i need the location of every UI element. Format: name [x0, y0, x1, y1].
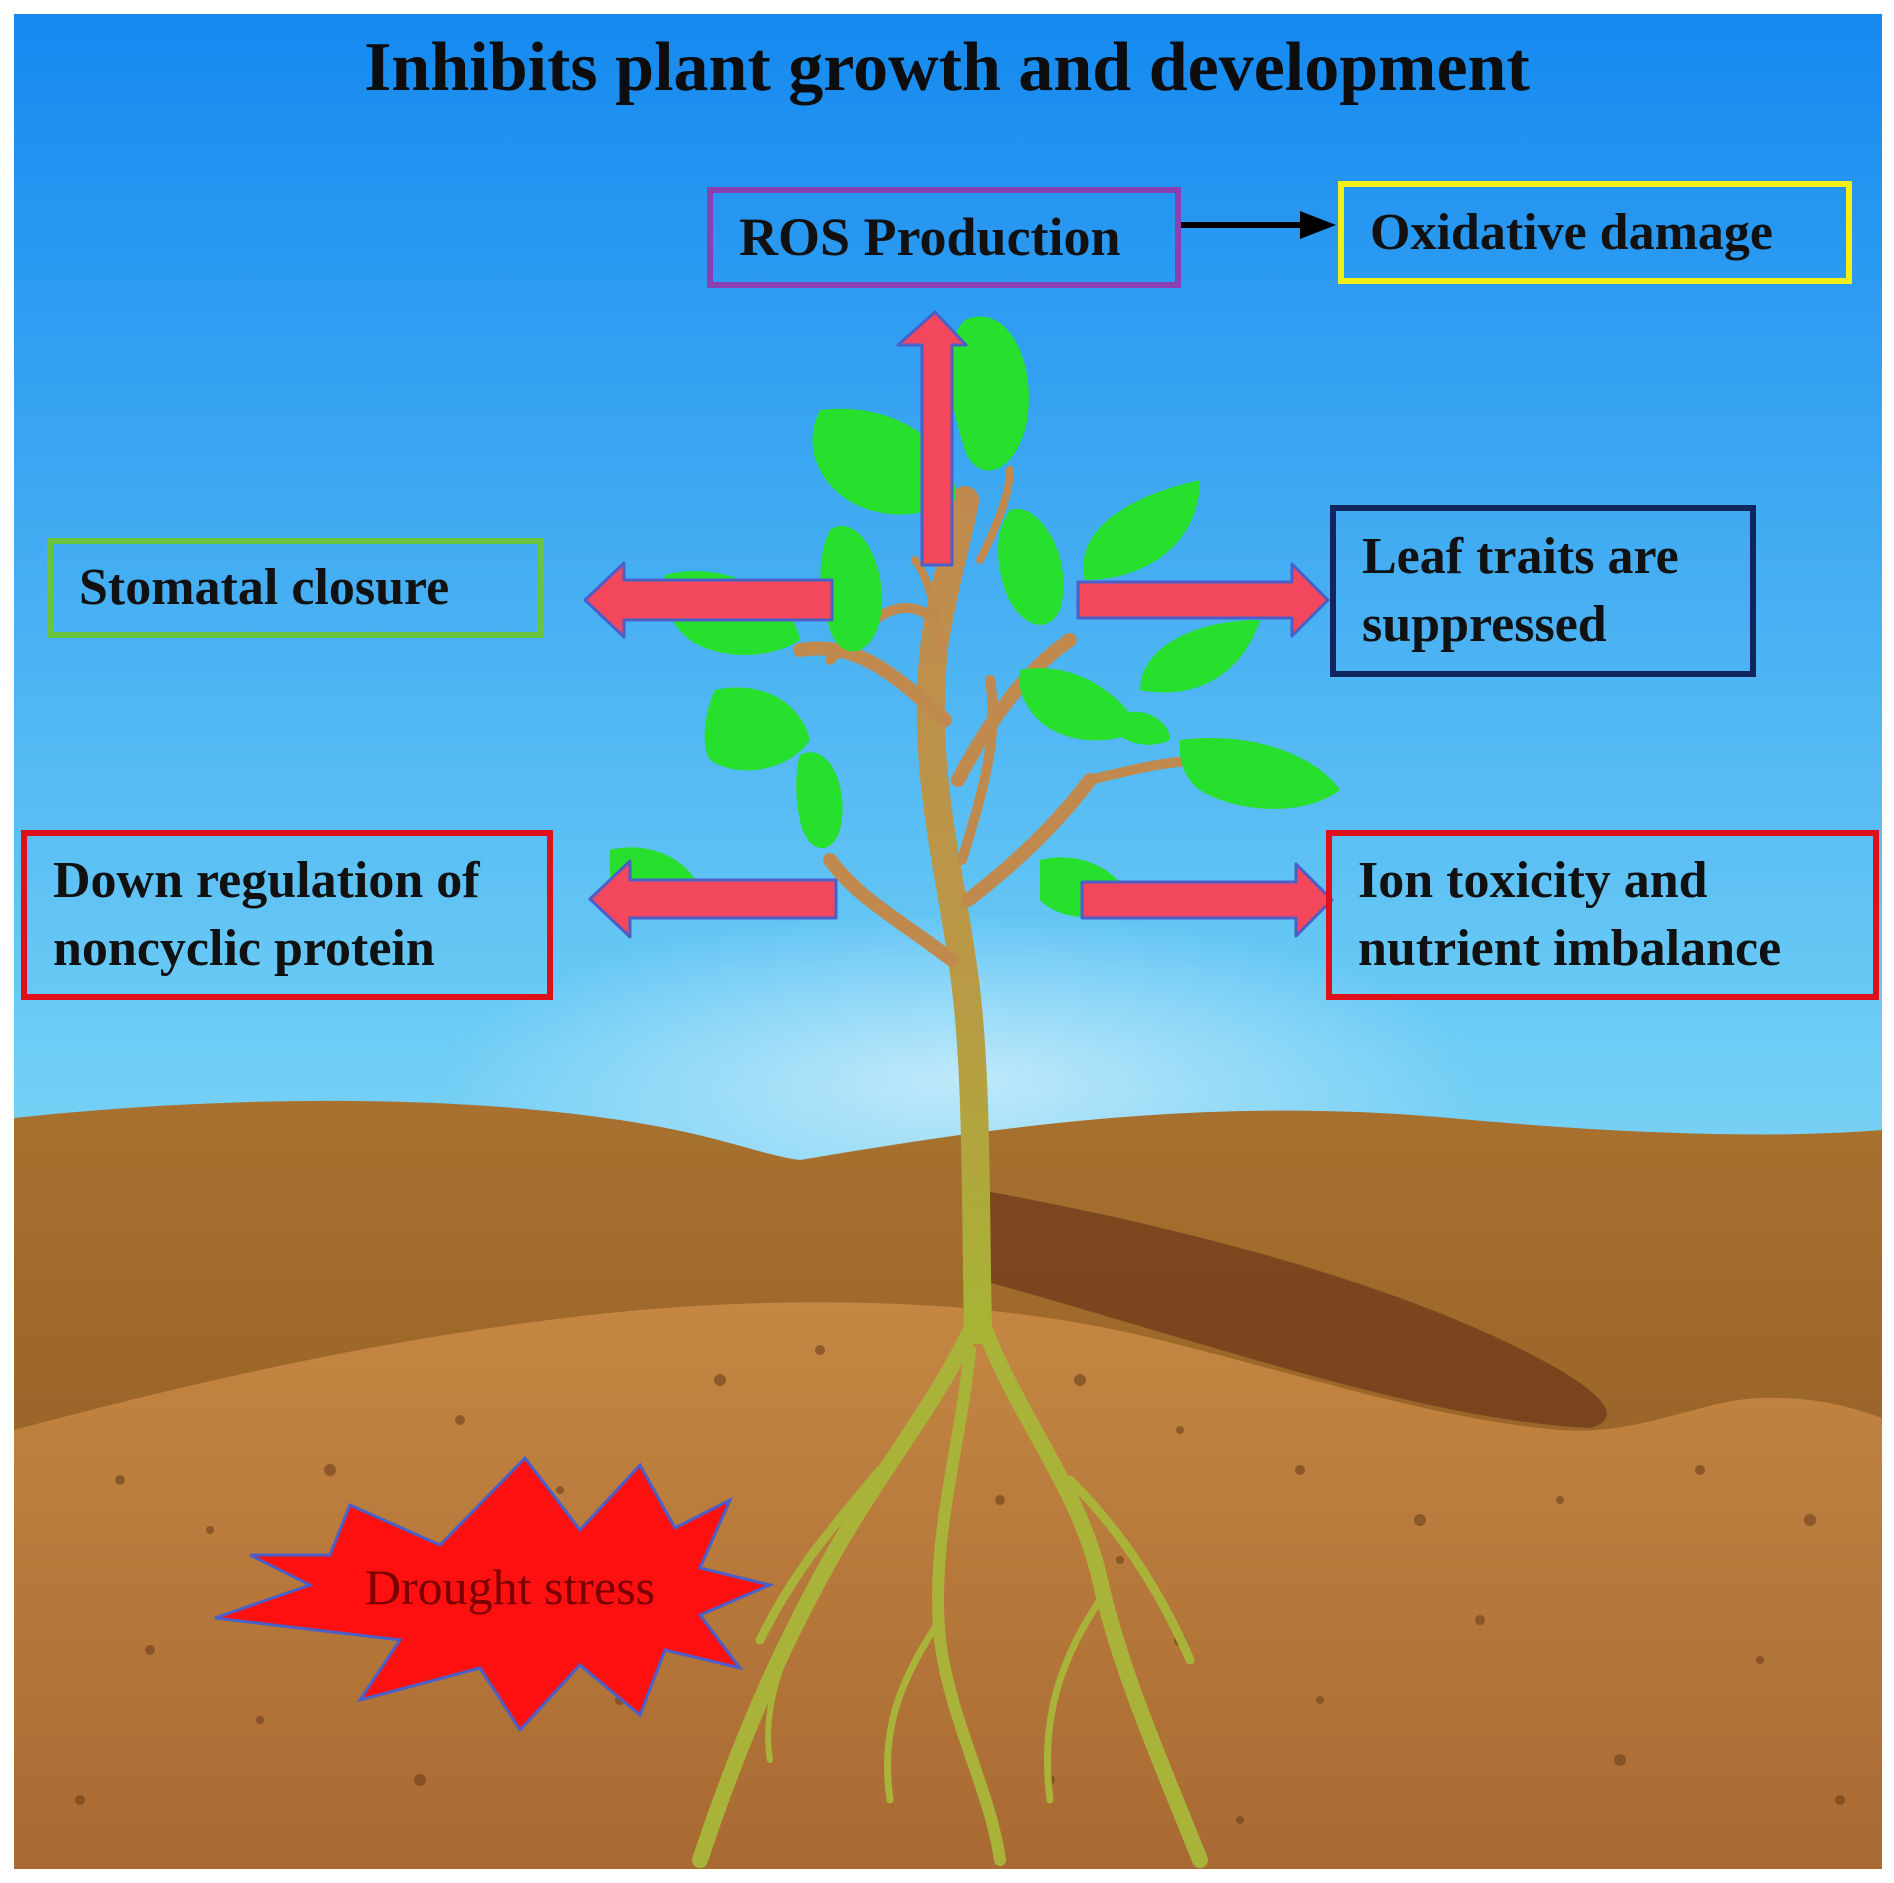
arrow-left-protein [588, 859, 838, 939]
box-down-regulation: Down regulation of noncyclic protein [21, 830, 553, 1000]
oxidative-damage-text: Oxidative damage [1370, 203, 1773, 261]
box-leaf-traits: Leaf traits are suppressed [1330, 505, 1756, 677]
down-regulation-line1: Down regulation of [53, 852, 480, 910]
leaf-traits-line2: suppressed [1362, 596, 1607, 653]
ion-toxicity-line2: nutrient imbalance [1358, 920, 1782, 977]
plant-leaves [610, 316, 1340, 917]
plant-stem [793, 466, 1215, 1344]
dark-ridge [980, 1190, 1607, 1428]
down-regulation-line2: noncyclic protein [53, 920, 435, 977]
leaf-traits-line1: Leaf traits are [1362, 528, 1679, 586]
drought-stress-burst [214, 1455, 775, 1733]
arrow-ros-to-oxidative [1180, 211, 1336, 239]
effect-arrows [583, 310, 1334, 939]
ion-toxicity-line1: Ion toxicity and [1358, 852, 1708, 910]
arrow-up-ros [896, 310, 968, 567]
ros-production-text: ROS Production [739, 207, 1121, 268]
box-oxidative-damage: Oxidative damage [1338, 181, 1852, 284]
box-ros-production: ROS Production [707, 187, 1181, 288]
diagram-title: Inhibits plant growth and development [364, 29, 1530, 106]
front-soil [14, 1302, 1882, 1869]
arrow-right-leaf [1076, 562, 1330, 638]
box-ion-toxicity: Ion toxicity and nutrient imbalance [1326, 830, 1879, 1000]
box-stomatal-closure: Stomatal closure [47, 538, 544, 638]
stomatal-closure-text: Stomatal closure [79, 559, 450, 617]
arrow-right-ion [1080, 862, 1334, 938]
drought-stress-text: Drought stress [364, 1559, 656, 1615]
plant-roots [692, 1312, 1208, 1868]
arrow-left-stomatal [583, 561, 834, 639]
